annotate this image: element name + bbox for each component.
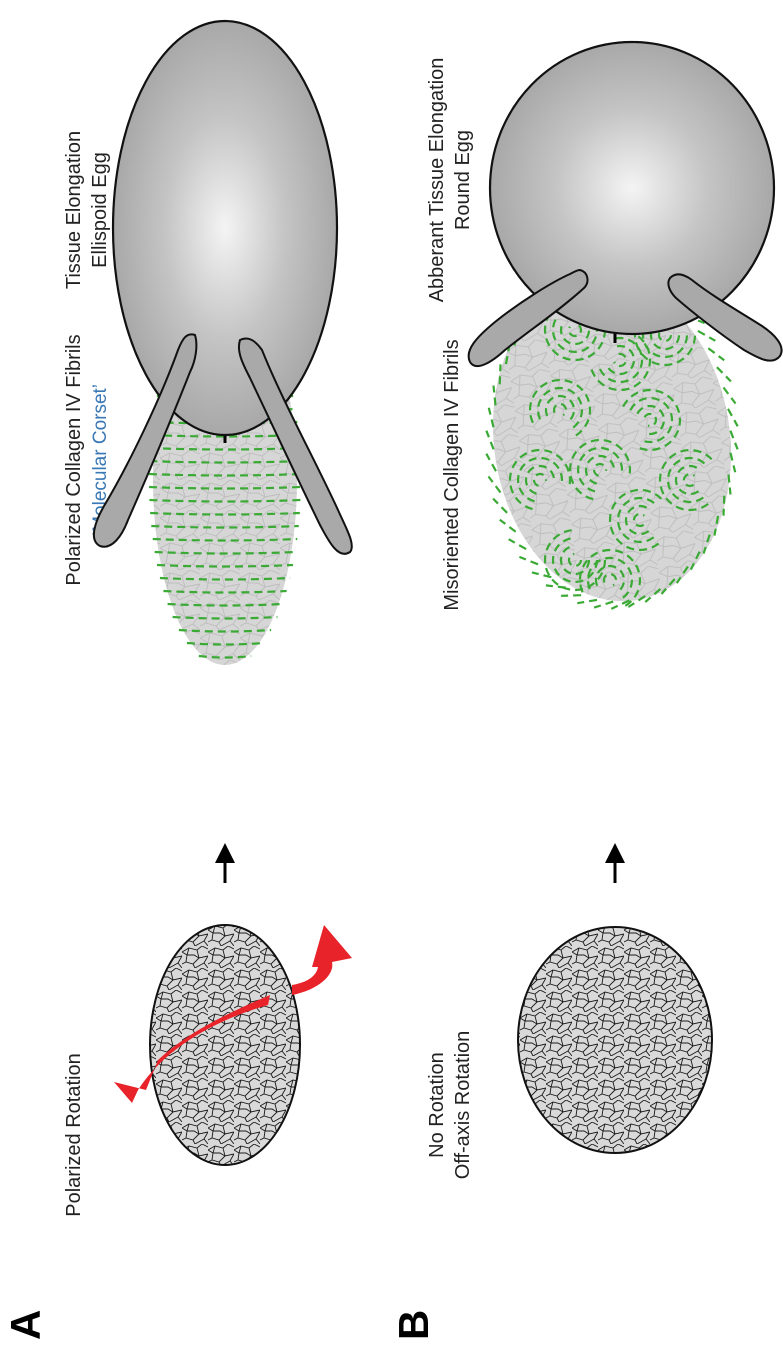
collagen-fibril: [500, 520, 516, 532]
stage-a3-label-line2: Ellispoid Egg: [89, 152, 111, 268]
ellipsoid-egg: [113, 21, 337, 435]
collagen-fibril: [728, 409, 738, 427]
panel-a: A Polarized Rotation Polarized Collagen …: [2, 21, 352, 1340]
stage-b2-label: Misoriented Collagen IV Fibrils: [441, 339, 463, 610]
collagen-fibril: [731, 453, 736, 473]
collagen-fibril: [730, 431, 737, 450]
collagen-fibril: [489, 408, 494, 428]
stage-b3-label-line2: Round Egg: [452, 130, 474, 230]
stage-a1-rotating-egg-chamber: Polarized Rotation: [63, 925, 352, 1217]
egg-chamber-a1: [150, 925, 300, 1165]
collagen-fibril: [486, 454, 496, 472]
collagen-fibril: [509, 539, 526, 549]
collagen-fibril: [698, 331, 715, 341]
collagen-fibril: [489, 477, 501, 493]
collagen-fibril: [577, 600, 597, 603]
collagen-fibril: [546, 585, 566, 587]
arrow-a1-icon: [215, 843, 235, 883]
collagen-fibril: [717, 367, 731, 381]
collagen-fibril: [493, 499, 507, 513]
panel-b-letter: B: [390, 1310, 437, 1340]
panel-b: B No Rotation Off-axis Rotation Misorien…: [390, 42, 782, 1340]
stage-b1-nonrotating-egg-chamber: No Rotation Off-axis Rotation: [426, 927, 712, 1179]
collagen-fibril: [708, 348, 724, 360]
stage-a3-label-line1: Tissue Elongation: [63, 131, 85, 289]
stage-b1-label-line2: Off-axis Rotation: [452, 1031, 474, 1180]
collagen-fibril: [519, 557, 538, 564]
stage-b3-round-egg: Abberant Tissue Elongation Round Egg: [426, 42, 782, 366]
arrow-b1-icon: [605, 843, 625, 883]
stage-b1-label-line1: No Rotation: [426, 1052, 448, 1158]
collagen-fibril: [594, 602, 613, 608]
stage-b3-label-line1: Abberant Tissue Elongation: [426, 58, 448, 303]
panel-a-letter: A: [2, 1310, 49, 1340]
stage-a2-label: Polarized Collagen IV Fibrils: [63, 334, 85, 585]
round-egg: [490, 42, 774, 334]
collagen-fibril: [724, 388, 736, 404]
stage-a1-label: Polarized Rotation: [63, 1053, 85, 1216]
collagen-fibril: [486, 431, 493, 450]
collagen-fibril: [561, 595, 581, 596]
egg-chamber-b1: [518, 927, 712, 1153]
rotation-arrow-icon: [292, 925, 352, 995]
